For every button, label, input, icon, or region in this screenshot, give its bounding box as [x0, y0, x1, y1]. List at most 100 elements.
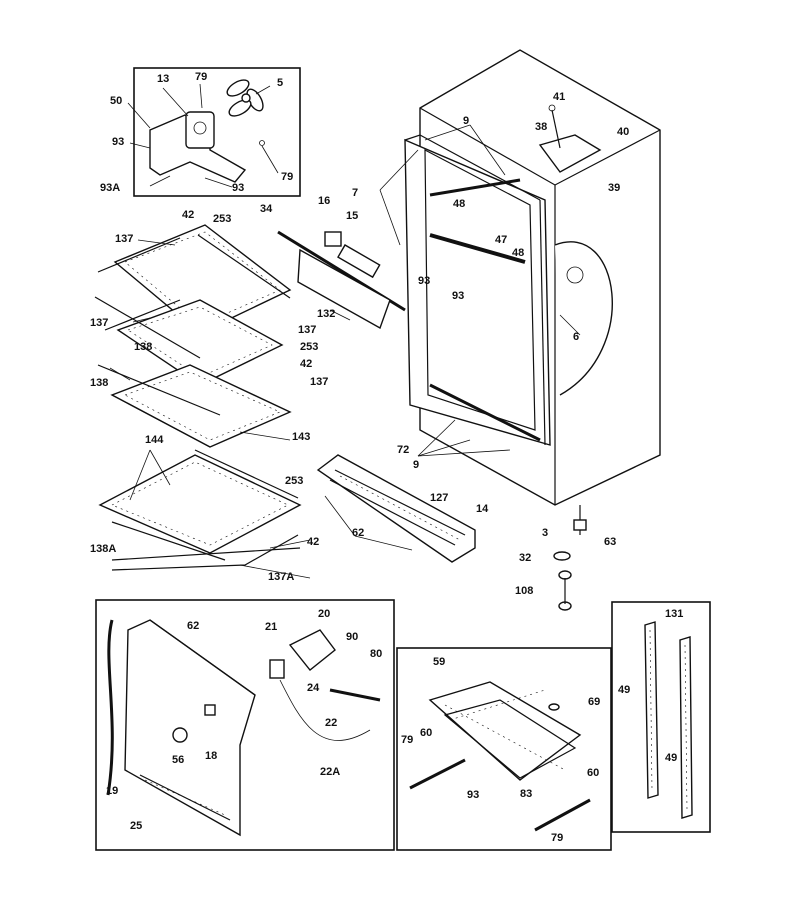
- divider-panel: [297, 248, 391, 330]
- callout-131: 131: [665, 608, 683, 620]
- leader-lines: [109, 124, 581, 579]
- callout-93a: 93A: [100, 182, 120, 194]
- callout-labels: 13 79 5 50 93 93A 93 79 42 253 137 137 1…: [90, 71, 683, 844]
- fan-blade: [226, 79, 264, 117]
- toe-plate-inset-frame: [95, 599, 395, 851]
- callout-72: 72: [397, 444, 409, 456]
- callout-90: 90: [346, 631, 358, 643]
- callout-93: 93: [232, 182, 244, 194]
- callout-48: 48: [453, 198, 465, 210]
- shelf-rail-right: [679, 636, 693, 819]
- callout-60: 60: [420, 727, 432, 739]
- callout-19: 19: [106, 785, 118, 797]
- glass-shelf-bottom: [98, 454, 302, 554]
- callout-7: 7: [352, 187, 358, 199]
- callout-16: 16: [318, 195, 330, 207]
- callout-9: 9: [463, 115, 469, 127]
- callout-50: 50: [110, 95, 122, 107]
- callout-25: 25: [130, 820, 142, 832]
- callout-137: 137: [298, 324, 316, 336]
- callout-93: 93: [418, 275, 430, 287]
- bottom-panel: [124, 619, 256, 837]
- callout-39: 39: [608, 182, 620, 194]
- callout-79: 79: [195, 71, 207, 83]
- callout-40: 40: [617, 126, 629, 138]
- callout-22a: 22A: [320, 766, 340, 778]
- callout-137: 137: [115, 233, 133, 245]
- callout-56: 56: [172, 754, 184, 766]
- callout-79: 79: [281, 171, 293, 183]
- callout-143: 143: [292, 431, 310, 443]
- callout-60: 60: [587, 767, 599, 779]
- callout-32: 32: [519, 552, 531, 564]
- toe-grille: [316, 454, 476, 563]
- shelf-assembly: [94, 224, 302, 571]
- callout-38: 38: [535, 121, 547, 133]
- glass-shelf-lower: [110, 364, 292, 448]
- callout-3: 3: [542, 527, 548, 539]
- callout-24: 24: [307, 682, 320, 694]
- damper-control: [324, 231, 342, 247]
- callout-93: 93: [112, 136, 124, 148]
- drain-grommet: [172, 727, 188, 743]
- callout-144: 144: [145, 434, 164, 446]
- callout-253: 253: [285, 475, 303, 487]
- rails-inset: [611, 601, 711, 833]
- callout-137a: 137A: [268, 571, 294, 583]
- callout-69: 69: [588, 696, 600, 708]
- callout-138a: 138A: [90, 543, 116, 555]
- drain-pan: [288, 629, 336, 671]
- freezer-cabinet: [404, 49, 661, 611]
- callout-83: 83: [520, 788, 532, 800]
- callout-138: 138: [90, 377, 108, 389]
- callout-49: 49: [665, 752, 677, 764]
- callout-79: 79: [401, 734, 413, 746]
- divider-bar-assembly: [277, 230, 406, 330]
- callout-62: 62: [352, 527, 364, 539]
- callout-108: 108: [515, 585, 533, 597]
- fan-motor-inset: [127, 67, 301, 197]
- callout-132: 132: [317, 308, 335, 320]
- callout-42: 42: [182, 209, 194, 221]
- callout-48: 48: [512, 247, 524, 259]
- callout-18: 18: [205, 750, 217, 762]
- callout-14: 14: [476, 503, 489, 515]
- toe-plate-inset: [95, 599, 395, 851]
- fan-inset-frame: [133, 67, 301, 197]
- callout-127: 127: [430, 492, 448, 504]
- callout-42: 42: [300, 358, 312, 370]
- top-hinge: [538, 134, 602, 173]
- callout-93: 93: [467, 789, 479, 801]
- callout-21: 21: [265, 621, 277, 633]
- callout-41: 41: [553, 91, 565, 103]
- callout-5: 5: [277, 77, 283, 89]
- callout-137: 137: [90, 317, 108, 329]
- shelf-rail-left: [644, 621, 659, 799]
- glass-shelf-middle: [116, 299, 284, 386]
- callout-13: 13: [157, 73, 169, 85]
- callout-253: 253: [300, 341, 318, 353]
- callout-253: 253: [213, 213, 231, 225]
- callout-79: 79: [551, 832, 563, 844]
- callout-80: 80: [370, 648, 382, 660]
- basket-inset-frame: [396, 647, 612, 851]
- callout-34: 34: [260, 203, 273, 215]
- callout-20: 20: [318, 608, 330, 620]
- callout-22: 22: [325, 717, 337, 729]
- callout-9: 9: [413, 459, 419, 471]
- leveling-foot: [553, 551, 571, 561]
- callout-137: 137: [310, 376, 328, 388]
- callout-42: 42: [307, 536, 319, 548]
- callout-49: 49: [618, 684, 630, 696]
- callout-62: 62: [187, 620, 199, 632]
- callout-63: 63: [604, 536, 616, 548]
- callout-47: 47: [495, 234, 507, 246]
- callout-93: 93: [452, 290, 464, 302]
- rails-inset-frame: [611, 601, 711, 833]
- callout-59: 59: [433, 656, 445, 668]
- basket-inset: [396, 647, 612, 851]
- callout-138: 138: [134, 341, 152, 353]
- callout-6: 6: [573, 331, 579, 343]
- callout-15: 15: [346, 210, 358, 222]
